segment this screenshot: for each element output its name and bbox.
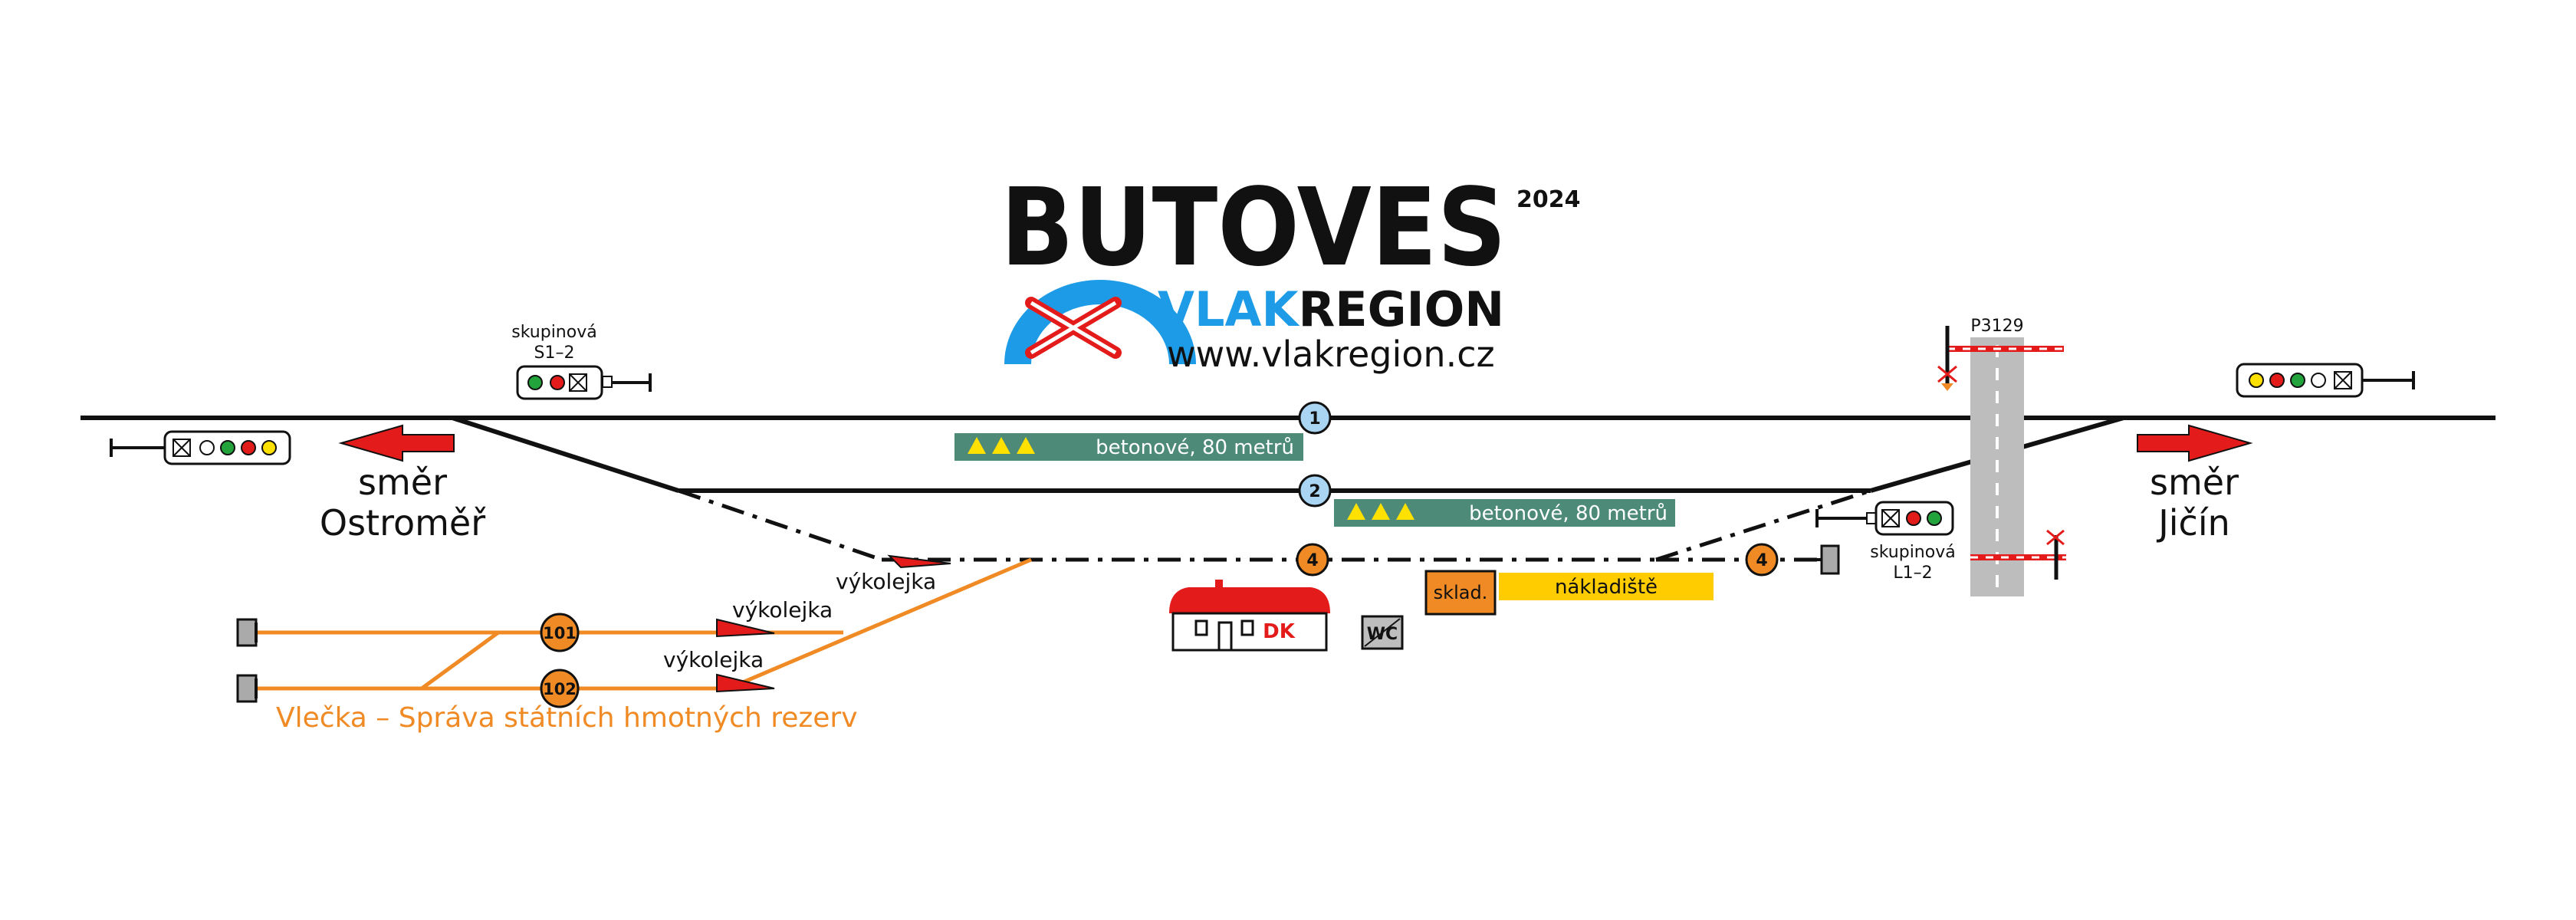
loading-area-label: nákladiště [1555,576,1658,599]
track-badge-2: 2 [1298,474,1332,508]
signal-light-red [550,375,565,390]
brand-part-vlak: VLAK [1158,281,1300,337]
platform-label: betonové, 80 metrů [1096,436,1294,459]
warning-triangle-icon [1017,437,1035,454]
track-4-buffer [1817,544,1840,575]
derailer-1: výkolejka [836,554,951,594]
wc-label: WC [1367,625,1398,644]
signal-s1-2: skupinová S1–2 [511,323,652,400]
tracks [80,416,2496,493]
derailer-label: výkolejka [836,569,936,594]
direction-label: směr [2150,462,2239,503]
derailer-2: výkolejka [716,597,833,638]
station-building: DK [1169,580,1330,652]
siding-crossover [420,630,500,691]
signal-label: L1–2 [1893,564,1932,583]
direction-right: směr Jičín [2137,424,2253,544]
direction-left: směr Ostroměř [320,424,486,544]
track-number: 1 [1309,409,1320,429]
header: BUTOVES 2024 VLAKREGION www.vlakregion.c… [1001,166,1581,375]
derailer-label: výkolejka [663,647,764,672]
signal-l1-2: skupinová L1–2 [1815,501,1956,583]
brand-part-region: REGION [1299,281,1505,337]
track-badge-1: 1 [1298,401,1332,435]
signal-light-green [1927,511,1942,526]
warning-triangle-icon [1372,503,1390,520]
arrow-left-icon [338,424,455,462]
switch-left-top [452,416,679,493]
warehouse-label: sklad. [1434,582,1488,603]
station-title: BUTOVES [1001,166,1506,291]
vlakregion-logo-icon [1004,280,1196,364]
siding-buffer-101 [236,618,258,647]
siding-label: Vlečka – Správa státních hmotných rezerv [276,702,858,734]
track-badge-101: 101 [540,613,580,652]
track-number: 101 [543,624,577,642]
signal-light-red [1906,511,1921,526]
signal-label: skupinová [1870,543,1955,562]
platform-2: betonové, 80 metrů [1334,499,1675,527]
station-code: DK [1263,620,1296,643]
warning-triangle-icon [968,437,986,454]
direction-label: směr [358,462,447,503]
crossing-warning-icon [1937,365,1957,391]
loading-area: nákladiště [1499,573,1714,600]
track-number: 4 [1306,551,1318,570]
crossing-warning-icon [2046,529,2065,546]
signal-left-entrance [110,430,291,465]
derailer-3: výkolejka [663,647,775,693]
siding-buffer-102 [236,674,258,703]
crossing-label: P3129 [1970,317,2023,336]
brand-name: VLAKREGION [1158,281,1504,337]
signal-label: S1–2 [534,343,575,363]
track-badge-102: 102 [540,669,580,708]
brand-url: www.vlakregion.cz [1167,334,1495,375]
warehouse: sklad. [1424,570,1497,616]
track-number: 2 [1309,482,1320,501]
track-4 [678,488,1871,562]
derailer-label: výkolejka [732,597,833,623]
track-number: 102 [543,680,577,698]
warning-triangle-icon [1396,503,1414,520]
siding-connector [728,557,1032,691]
wc-building: WC [1361,615,1404,650]
year-label: 2024 [1516,186,1581,213]
signal-label: skupinová [511,323,596,342]
direction-label: Ostroměř [320,502,486,544]
track-badge-4: 4 [1296,543,1329,577]
track-4-right-connector [1655,488,1871,562]
track-4-left-connector [678,488,882,562]
platform-1: betonové, 80 metrů [955,433,1303,461]
direction-label: Jičín [2156,502,2230,544]
track-number: 4 [1756,551,1767,570]
track-badge-4-spur: 4 [1745,543,1779,577]
level-crossing: P3129 [1937,317,2066,596]
signal-right-entrance [2236,363,2415,398]
warning-triangle-icon [992,437,1010,454]
platform-label: betonové, 80 metrů [1469,502,1668,525]
signal-light-green [527,375,543,390]
arrow-right-icon [2137,424,2253,462]
warning-triangle-icon [1347,503,1365,520]
